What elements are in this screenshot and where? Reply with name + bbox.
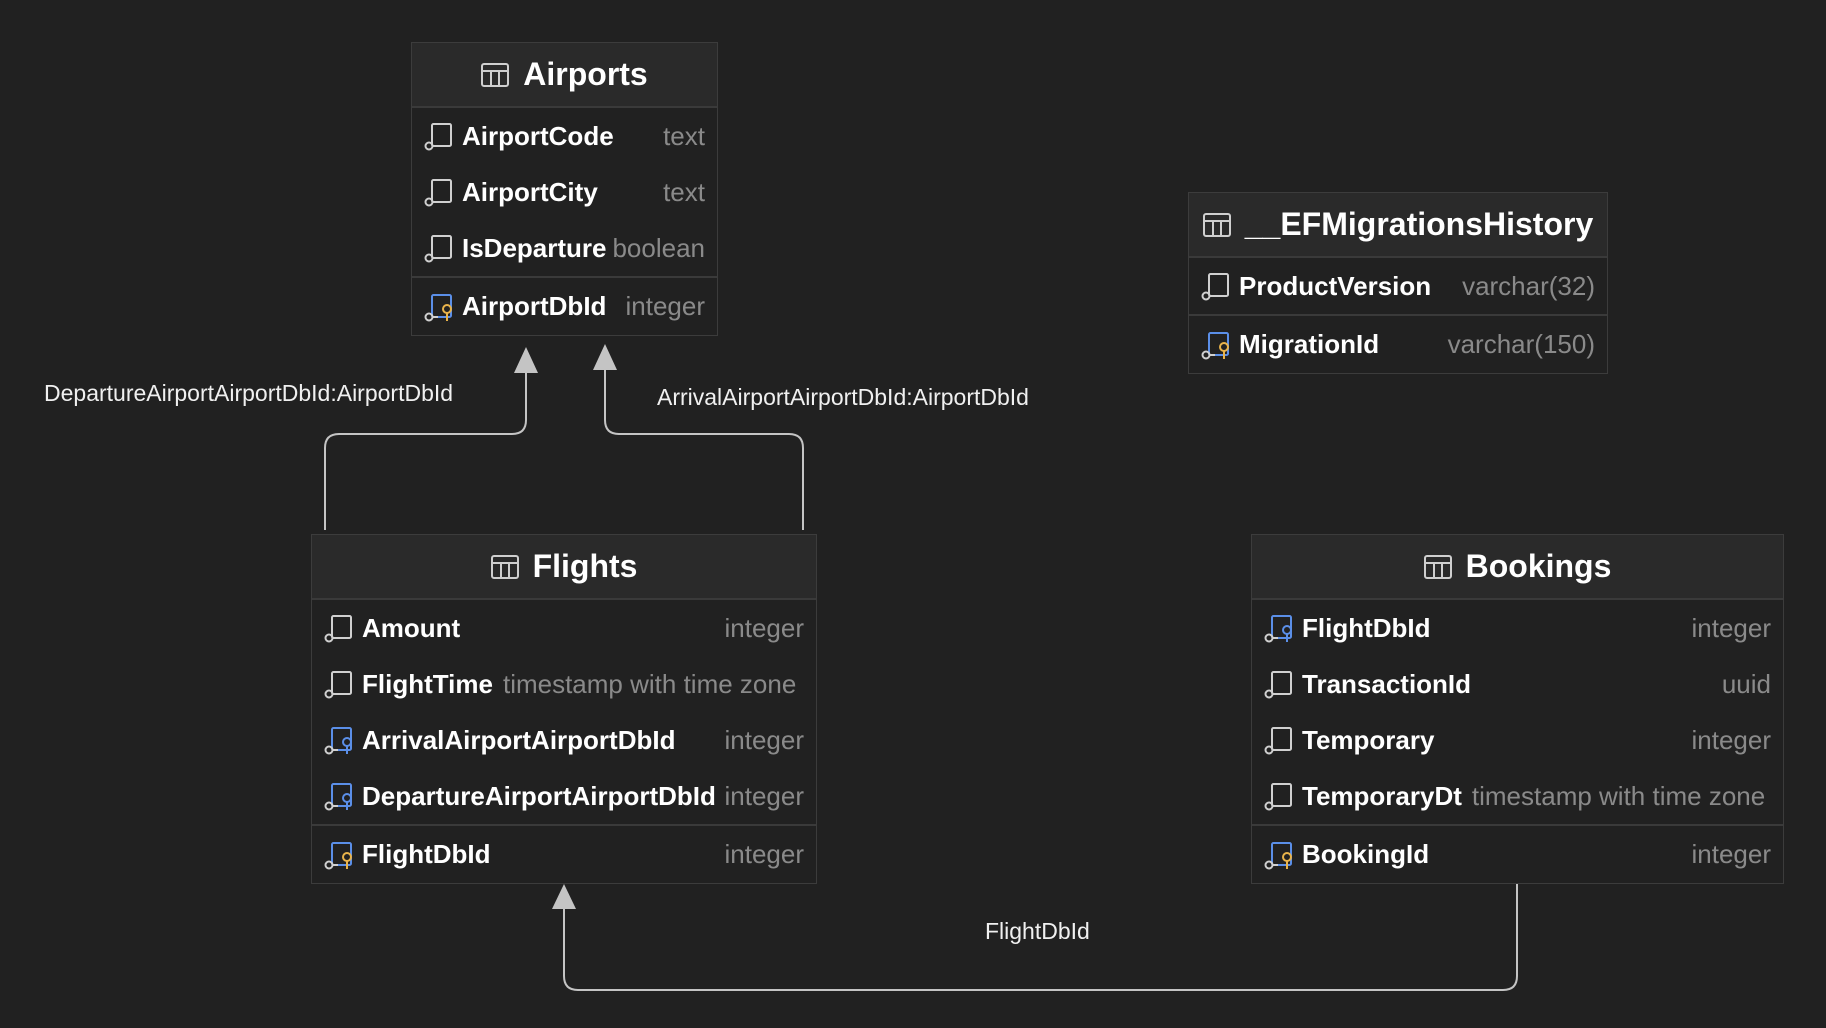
table-icon	[1423, 554, 1452, 579]
column-icon	[424, 121, 454, 151]
column-row[interactable]: AirportCity text	[412, 164, 717, 220]
column-type: boolean	[612, 232, 705, 263]
column-row[interactable]: ArrivalAirportAirportDbId integer	[312, 712, 816, 768]
column-type: integer	[724, 724, 805, 755]
column-row[interactable]: DepartureAirportAirportDbId integer	[312, 768, 816, 824]
entity-flights[interactable]: Flights Amount integer FlightTime timest…	[311, 534, 817, 884]
departure-arrowhead	[514, 347, 538, 373]
column-name: ArrivalAirportAirportDbId	[362, 724, 676, 755]
entity-header: Flights	[312, 535, 816, 600]
column-row[interactable]: IsDeparture boolean	[412, 220, 717, 276]
column-name: AirportCity	[462, 176, 598, 207]
column-name: IsDeparture	[462, 232, 607, 263]
table-icon	[490, 554, 519, 579]
primary-key-icon	[1201, 330, 1231, 360]
column-row[interactable]: BookingId integer	[1252, 824, 1783, 883]
column-type: text	[663, 176, 705, 207]
column-row[interactable]: Temporary integer	[1252, 712, 1783, 768]
column-name: ProductVersion	[1239, 270, 1432, 301]
column-name: DepartureAirportAirportDbId	[362, 780, 716, 811]
entity-header: __EFMigrationsHistory	[1189, 193, 1607, 258]
column-type: uuid	[1721, 668, 1771, 699]
column-icon	[424, 177, 454, 207]
column-icon	[424, 233, 454, 263]
column-name: TemporaryDt	[1302, 780, 1462, 811]
foreign-key-icon	[1264, 613, 1294, 643]
primary-key-icon	[424, 292, 454, 322]
column-type: varchar(150)	[1447, 329, 1595, 359]
column-type: varchar(32)	[1462, 270, 1595, 301]
column-icon	[1264, 781, 1294, 811]
column-row[interactable]: AirportCode text	[412, 108, 717, 164]
column-type: timestamp with time zone	[502, 668, 797, 699]
entity-header: Airports	[412, 43, 717, 108]
column-row[interactable]: FlightDbId integer	[1252, 600, 1783, 656]
entity-airports[interactable]: Airports AirportCode text AirportCity te…	[411, 42, 718, 336]
column-name: FlightDbId	[1302, 612, 1431, 643]
table-icon	[481, 62, 510, 87]
column-name: MigrationId	[1239, 329, 1380, 359]
column-type: integer	[724, 839, 805, 869]
column-type: integer	[1691, 839, 1772, 869]
column-name: BookingId	[1302, 839, 1430, 869]
table-icon	[1202, 212, 1231, 237]
column-name: AirportCode	[462, 120, 614, 151]
column-type: integer	[724, 780, 805, 811]
column-row[interactable]: TemporaryDt timestamp with time zone	[1252, 768, 1783, 824]
entity-title: Bookings	[1465, 548, 1612, 584]
column-row[interactable]: TransactionId uuid	[1252, 656, 1783, 712]
booking-flight-relation-line	[563, 883, 1518, 991]
column-icon	[1201, 271, 1231, 301]
column-name: FlightTime	[362, 668, 493, 699]
column-row[interactable]: FlightDbId integer	[312, 824, 816, 883]
entity-title: __EFMigrationsHistory	[1244, 206, 1594, 242]
column-type: text	[663, 120, 705, 151]
primary-key-icon	[324, 840, 354, 870]
entity-header: Bookings	[1252, 535, 1783, 600]
column-row[interactable]: ProductVersion varchar(32)	[1189, 258, 1607, 314]
arrival-arrowhead	[593, 344, 617, 370]
arrival-relation-label: ArrivalAirportAirportDbId:AirportDbId	[657, 384, 1029, 410]
booking-flight-arrowhead	[552, 884, 576, 909]
entity-title: Airports	[523, 56, 648, 92]
column-type: integer	[724, 612, 805, 643]
primary-key-icon	[1264, 840, 1294, 870]
column-type: timestamp with time zone	[1471, 780, 1766, 811]
column-type: integer	[1691, 612, 1772, 643]
booking-flight-relation-label: FlightDbId	[985, 918, 1090, 944]
departure-relation-label: DepartureAirportAirportDbId:AirportDbId	[44, 380, 454, 406]
column-name: AirportDbId	[462, 291, 607, 321]
column-icon	[324, 669, 354, 699]
entity-bookings[interactable]: Bookings FlightDbId integer TransactionI…	[1251, 534, 1784, 884]
column-icon	[1264, 669, 1294, 699]
arrival-relation-line	[604, 362, 804, 530]
foreign-key-icon	[324, 725, 354, 755]
column-type: integer	[625, 291, 706, 321]
column-icon	[1264, 725, 1294, 755]
column-row[interactable]: Amount integer	[312, 600, 816, 656]
foreign-key-icon	[324, 781, 354, 811]
column-row[interactable]: FlightTime timestamp with time zone	[312, 656, 816, 712]
column-name: TransactionId	[1302, 668, 1472, 699]
column-name: Amount	[362, 612, 461, 643]
column-name: FlightDbId	[362, 839, 491, 869]
column-icon	[324, 613, 354, 643]
column-name: Temporary	[1302, 724, 1435, 755]
column-row[interactable]: AirportDbId integer	[412, 276, 717, 335]
entity-title: Flights	[532, 548, 638, 584]
column-row[interactable]: MigrationId varchar(150)	[1189, 314, 1607, 373]
entity-migrations-history[interactable]: __EFMigrationsHistory ProductVersion var…	[1188, 192, 1608, 374]
column-type: integer	[1691, 724, 1772, 755]
departure-relation-line	[324, 365, 527, 530]
